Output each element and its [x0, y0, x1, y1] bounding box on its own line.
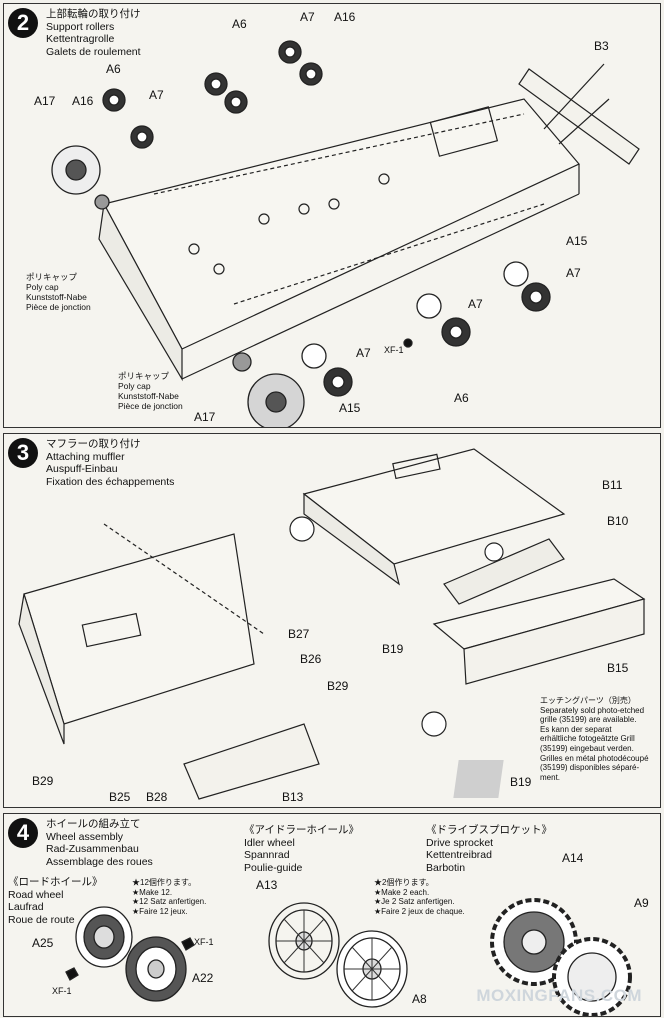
- part-label: A25: [32, 936, 54, 950]
- part-label: B26: [300, 652, 322, 666]
- part-label: B11: [602, 478, 623, 492]
- step-2-panel: 2 上部転輪の取り付け Support rollers Kettentragro…: [3, 3, 661, 428]
- part-label: A15: [339, 401, 361, 415]
- paint-code: XF-1: [52, 986, 72, 996]
- part-label: A6: [454, 391, 469, 405]
- part-label: A7: [468, 297, 483, 311]
- part-label: A7: [300, 10, 315, 24]
- part-label: A8: [412, 992, 427, 1006]
- idler-wheel-note: ★2個作ります。 ★Make 2 each. ★Je 2 Satz anfert…: [374, 878, 465, 916]
- step-number: 3: [8, 438, 38, 468]
- road-wheel-header: 《ロードホイール》 Road wheel Laufrad Roue de rou…: [8, 876, 103, 926]
- part-label: B10: [607, 514, 629, 528]
- polycap-note: ポリキャップ Poly cap Kunststoff-Nabe Pièce de…: [26, 272, 91, 312]
- idler-wheel-header: 《アイドラーホイール》 Idler wheel Spannrad Poulie-…: [244, 824, 359, 874]
- part-label: A6: [232, 17, 247, 31]
- part-label: A16: [334, 10, 356, 24]
- part-label: A9: [634, 896, 649, 910]
- part-label: A17: [34, 94, 56, 108]
- step-number: 2: [8, 8, 38, 38]
- part-label: A22: [192, 971, 214, 985]
- part-label: B19: [382, 642, 404, 656]
- paint-code: XF-1: [194, 937, 214, 947]
- part-label: B3: [594, 39, 609, 53]
- part-label: A16: [72, 94, 94, 108]
- support-rollers-drawing: [51, 40, 640, 427]
- step-title: マフラーの取り付け Attaching muffler Auspuff-Einb…: [46, 438, 175, 488]
- part-label: A7: [149, 88, 164, 102]
- part-label: B27: [288, 627, 310, 641]
- part-label: A13: [256, 878, 278, 892]
- part-label: A17: [194, 410, 216, 424]
- part-label: B28: [146, 790, 168, 804]
- drive-sprocket-header: 《ドライブスプロケット》 Drive sprocket Kettentreibr…: [426, 824, 552, 874]
- road-wheel-note: ★12個作ります。 ★Make 12. ★12 Satz anfertigen.…: [132, 878, 207, 916]
- step-4-panel: 4 ホイールの組み立て Wheel assembly Rad-Zusammenb…: [3, 813, 661, 1017]
- photo-etched-grille-detail: [453, 760, 504, 798]
- part-label: B29: [32, 774, 54, 788]
- paint-code: XF-1: [384, 345, 404, 355]
- part-label: B13: [282, 790, 304, 804]
- etching-note: エッチングパーツ（別売） Separately sold photo-etche…: [540, 696, 649, 782]
- part-label: A14: [562, 851, 584, 865]
- step-number: 4: [8, 818, 38, 848]
- part-label: B15: [607, 661, 629, 675]
- part-label: B19: [510, 775, 532, 789]
- part-label: A6: [106, 62, 121, 76]
- part-label: A7: [566, 266, 581, 280]
- step-title: ホイールの組み立て Wheel assembly Rad-Zusammenbau…: [46, 818, 153, 868]
- wheel-assembly-drawing: [65, 898, 632, 1016]
- part-label: A7: [356, 346, 371, 360]
- watermark: MOXINGFANS.COM: [476, 986, 642, 1005]
- step-title: 上部転輪の取り付け Support rollers Kettentragroll…: [46, 8, 141, 58]
- step-3-panel: 3 マフラーの取り付け Attaching muffler Auspuff-Ei…: [3, 433, 661, 808]
- part-label: B29: [327, 679, 349, 693]
- part-label: B25: [109, 790, 131, 804]
- polycap-note: ポリキャップ Poly cap Kunststoff-Nabe Pièce de…: [118, 371, 183, 411]
- muffler-drawing: [18, 448, 646, 800]
- part-label: A15: [566, 234, 588, 248]
